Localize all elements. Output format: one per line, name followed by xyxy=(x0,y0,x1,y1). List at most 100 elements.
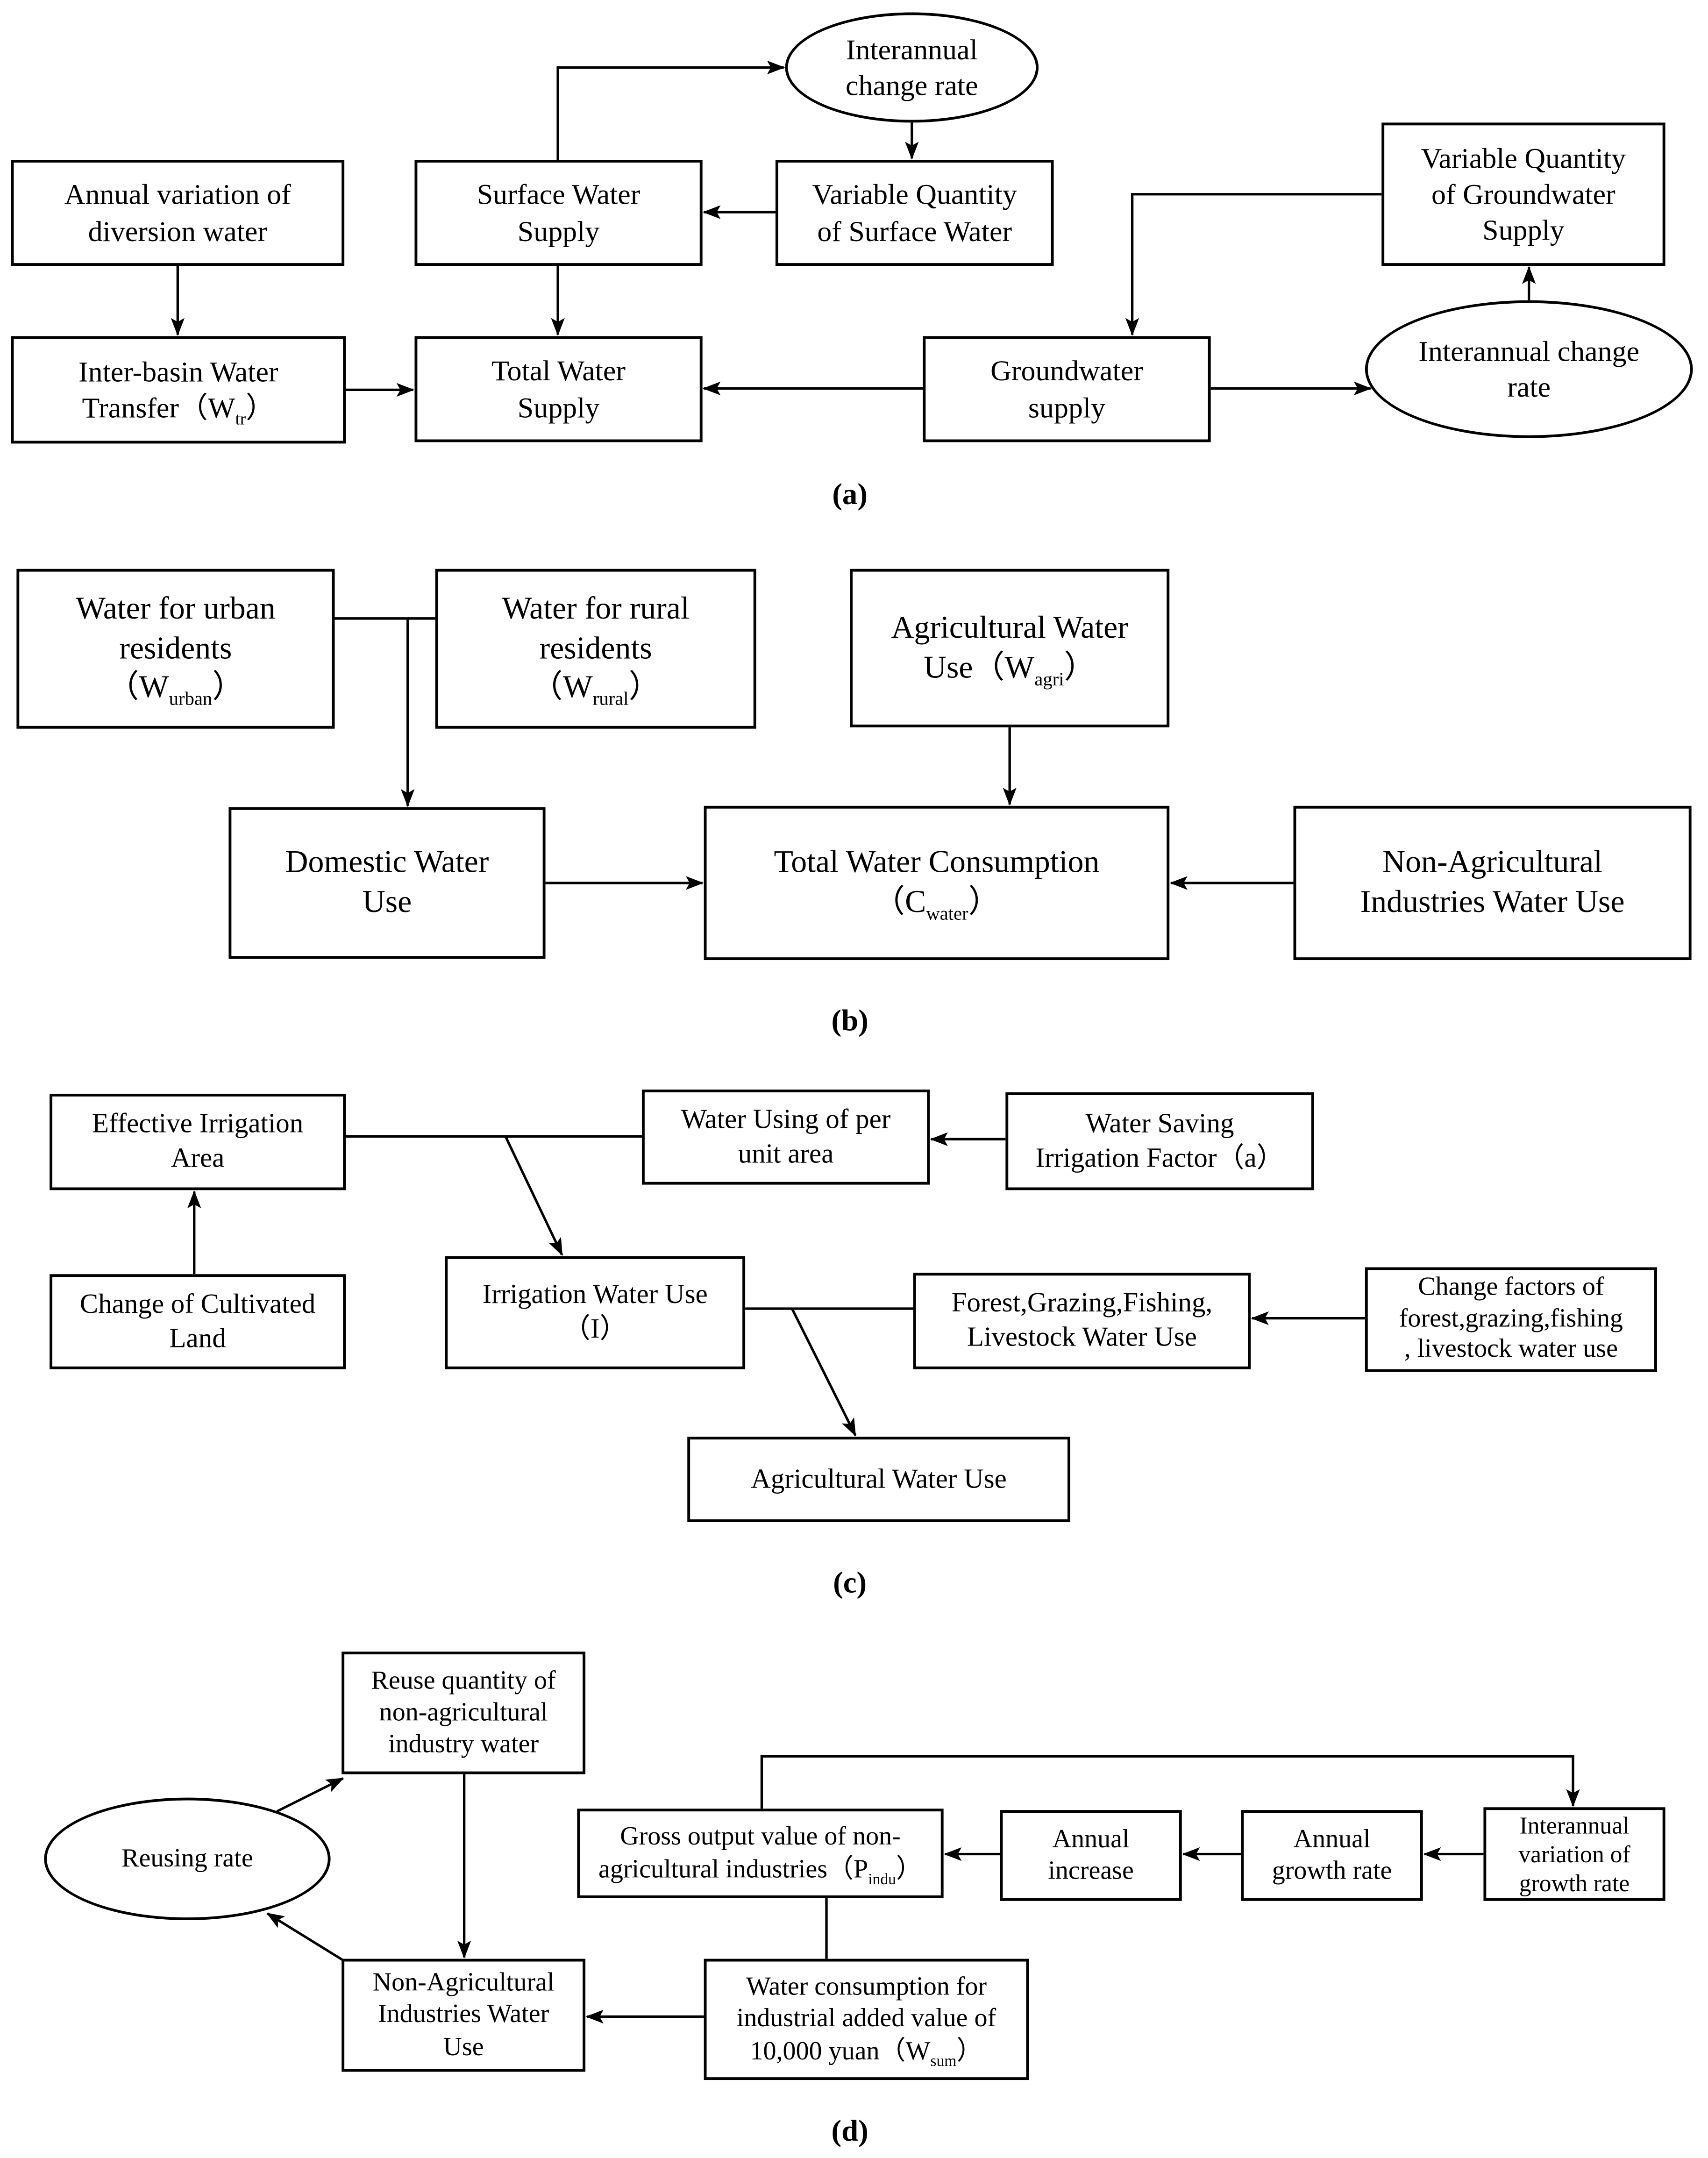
text-line: Water for rural xyxy=(502,590,690,625)
text-line: Agricultural Water Use xyxy=(751,1463,1007,1494)
text-line: variation of xyxy=(1518,1839,1630,1867)
text-line: Total Water Consumption xyxy=(774,844,1100,879)
text-line: change rate xyxy=(846,69,978,102)
box-domestic-water-use: Domestic Water Use xyxy=(228,807,546,959)
text-line: Water Saving xyxy=(1085,1108,1234,1139)
arrow-junction-to-agricultural-use xyxy=(790,1308,857,1437)
text-line: Supply xyxy=(517,214,600,248)
text-line: Non-Agricultural xyxy=(372,1968,555,1998)
arrow-surface-supply-to-interannual-rate xyxy=(556,60,785,160)
text-line: Surface Water xyxy=(477,178,640,211)
box-reuse-quantity-of-non-agricultural-industry-water: Reuse quantity of non-agricultural indus… xyxy=(342,1652,586,1774)
text-line: Change of Cultivated xyxy=(79,1289,316,1319)
arrow-gross-output-to-interannual-variation xyxy=(760,1755,1580,1809)
text-line: Interannual xyxy=(1519,1810,1630,1838)
text-line: Change factors of xyxy=(1418,1272,1604,1302)
text-line: Inter-basin Water xyxy=(78,355,278,388)
text-line: of Surface Water xyxy=(817,214,1012,248)
box-water-for-urban-residents: Water for urban residents （Wurban） xyxy=(16,569,335,729)
box-forest-grazing-fishing-livestock-water-use: Forest,Grazing,Fishing, Livestock Water … xyxy=(913,1273,1251,1369)
arrow-variable-ground-to-groundwater xyxy=(1125,193,1382,336)
text-line: Groundwater xyxy=(990,354,1143,388)
box-irrigation-water-use: Irrigation Water Use （I） xyxy=(445,1256,746,1369)
text-line: （Wrural） xyxy=(531,670,661,710)
text-line: Annual xyxy=(1293,1825,1371,1854)
text-line: agricultural industries（Pindu） xyxy=(598,1855,923,1888)
arrow-junction-to-irrigation-use xyxy=(504,1136,563,1256)
text-line: rate xyxy=(1507,370,1551,404)
text-line: Irrigation Water Use xyxy=(482,1280,708,1310)
text-line: Domestic Water xyxy=(285,844,489,879)
text-line: （Wurban） xyxy=(107,670,244,710)
box-total-water-supply: Total Water Supply xyxy=(414,336,703,442)
text-line: growth rate xyxy=(1272,1857,1392,1886)
ellipse-interannual-change-rate-right: Interannual change rate xyxy=(1365,300,1693,438)
text-line: Interannual change xyxy=(1418,334,1640,368)
box-water-using-per-unit-area: Water Using of per unit area xyxy=(641,1090,930,1185)
text-line: unit area xyxy=(738,1138,834,1169)
box-change-of-cultivated-land: Change of Cultivated Land xyxy=(50,1274,346,1369)
text-line: （I） xyxy=(562,1314,627,1345)
text-line: Industries Water Use xyxy=(1360,884,1625,919)
text-line: Supply xyxy=(1482,214,1565,247)
text-line: Area xyxy=(171,1143,225,1174)
text-line: Reuse quantity of xyxy=(371,1666,556,1695)
box-water-saving-irrigation-factor: Water Saving Irrigation Factor（a） xyxy=(1005,1092,1314,1190)
text-line: residents xyxy=(119,630,232,665)
box-total-water-consumption: Total Water Consumption （Cwater） xyxy=(704,805,1170,961)
text-line: Effective Irrigation xyxy=(92,1109,304,1140)
box-non-agricultural-industries-water-use-b: Non-Agricultural Industries Water Use xyxy=(1293,805,1692,961)
text-line: residents xyxy=(539,630,652,665)
panel-d-label: (d) xyxy=(831,2113,868,2148)
box-non-agricultural-industries-water-use-d: Non-Agricultural Industries Water Use xyxy=(342,1959,586,2072)
text-line: supply xyxy=(1028,390,1106,424)
box-annual-growth-rate: Annual growth rate xyxy=(1241,1810,1423,1901)
text-line: Annual xyxy=(1052,1825,1130,1854)
box-water-consumption-for-industrial-added-value: Water consumption for industrial added v… xyxy=(704,1959,1029,2080)
text-line: Land xyxy=(169,1323,226,1353)
text-line: Use xyxy=(362,884,412,919)
text-line: Variable Quantity xyxy=(1421,141,1626,175)
text-line: Use xyxy=(443,2032,484,2062)
panel-b-label: (b) xyxy=(831,1003,868,1038)
text-line: 10,000 yuan（Wsum） xyxy=(750,2037,983,2070)
ellipse-reusing-rate: Reusing rate xyxy=(44,1797,331,1921)
text-line: industrial added value of xyxy=(736,2005,996,2034)
text-line: Variable Quantity xyxy=(812,178,1017,211)
text-line: Transfer（Wtr） xyxy=(82,391,275,429)
text-line: Total Water xyxy=(491,354,626,388)
text-line: industry water xyxy=(388,1730,539,1759)
text-line: Non-Agricultural xyxy=(1382,844,1602,879)
text-line: Gross output value of non- xyxy=(620,1823,901,1852)
text-line: Water consumption for xyxy=(746,1973,987,2002)
arrow-reusing-rate-to-reuse-quantity xyxy=(276,1777,344,1813)
text-line: Annual variation of xyxy=(64,178,291,211)
box-gross-output-value-of-non-agricultural-industries: Gross output value of non- agricultural … xyxy=(577,1809,944,1898)
text-line: Reusing rate xyxy=(121,1844,253,1873)
text-line: of Groundwater xyxy=(1431,177,1615,211)
box-agricultural-water-use-c: Agricultural Water Use xyxy=(687,1437,1070,1522)
box-surface-water-supply: Surface Water Supply xyxy=(414,160,703,266)
panel-a-label: (a) xyxy=(832,477,868,511)
box-groundwater-supply: Groundwater supply xyxy=(923,336,1211,442)
text-line: Use（Wagri） xyxy=(923,649,1096,689)
box-effective-irrigation-area: Effective Irrigation Area xyxy=(50,1094,346,1190)
text-line: Water for urban xyxy=(76,590,276,625)
ellipse-interannual-change-rate-top: Interannual change rate xyxy=(785,12,1039,123)
text-line: Forest,Grazing,Fishing, xyxy=(951,1288,1213,1319)
box-agricultural-water-use-b: Agricultural Water Use（Wagri） xyxy=(850,569,1170,727)
text-line: non-agricultural xyxy=(379,1698,548,1728)
text-line: Irrigation Factor（a） xyxy=(1035,1142,1284,1173)
text-line: Livestock Water Use xyxy=(967,1322,1197,1353)
panel-c-label: (c) xyxy=(833,1565,867,1600)
box-water-for-rural-residents: Water for rural residents （Wrural） xyxy=(435,569,756,729)
text-line: growth rate xyxy=(1519,1868,1630,1896)
text-line: （Cwater） xyxy=(873,884,1000,924)
box-variable-quantity-of-groundwater-supply: Variable Quantity of Groundwater Supply xyxy=(1381,122,1665,266)
box-inter-basin-water-transfer: Inter-basin Water Transfer（Wtr） xyxy=(11,336,346,444)
text-line: forest,grazing,fishing xyxy=(1399,1303,1623,1333)
text-line: Supply xyxy=(517,390,600,424)
box-annual-increase: Annual increase xyxy=(1000,1810,1182,1901)
